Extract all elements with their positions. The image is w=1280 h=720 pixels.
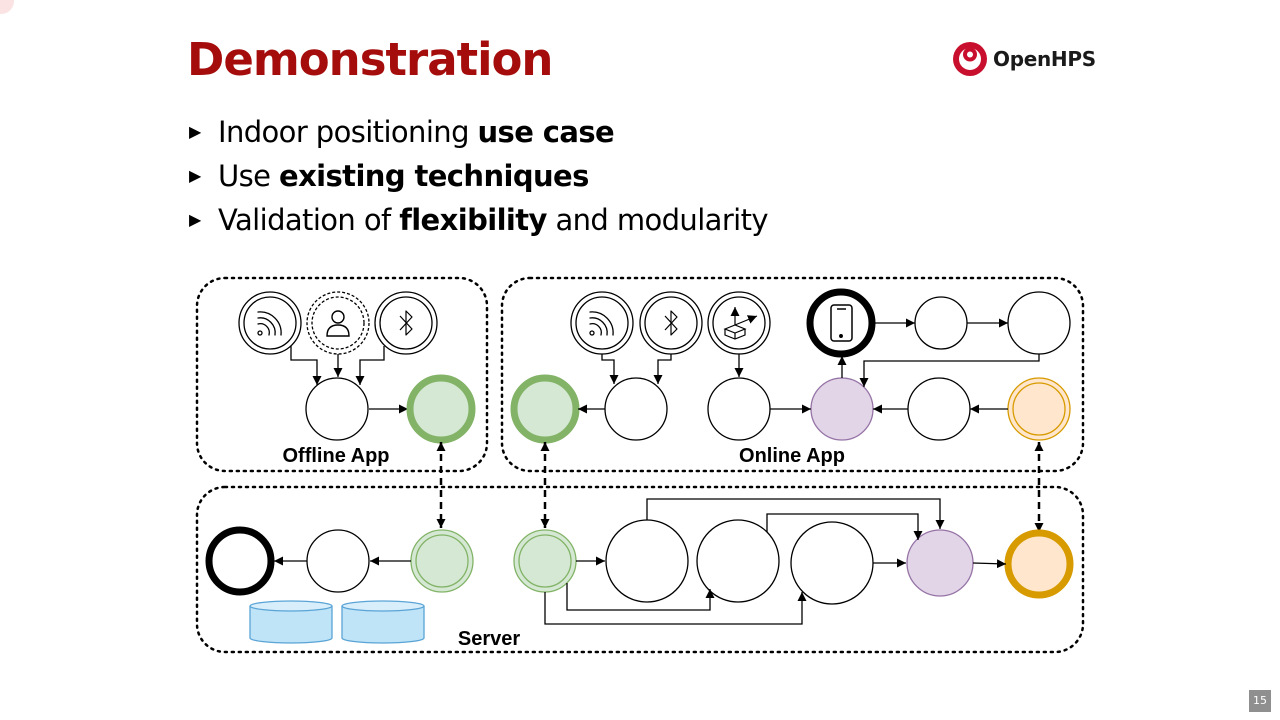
online-imu-source bbox=[707, 291, 771, 355]
server-remote-sink-node bbox=[1004, 529, 1074, 599]
server-connectors bbox=[274, 498, 1007, 625]
online-wifi-source bbox=[570, 291, 634, 355]
online-sink-node bbox=[510, 374, 580, 444]
page-title: Demonstration bbox=[187, 33, 553, 86]
server-sink-node bbox=[205, 526, 275, 596]
sync-links bbox=[436, 442, 1044, 532]
bullet-bold-text: existing techniques bbox=[279, 159, 589, 193]
user-icon bbox=[326, 310, 350, 337]
logo-text: OpenHPS bbox=[993, 47, 1096, 71]
offline-user-source bbox=[306, 291, 370, 355]
online-merge-node bbox=[810, 377, 874, 441]
online-bluetooth-source bbox=[639, 291, 703, 355]
bullet-item: ▶ Indoor positioning use case bbox=[187, 110, 768, 154]
online-process-top-b bbox=[1007, 291, 1071, 355]
bullet-bold-text: use case bbox=[477, 115, 615, 149]
server-process-c bbox=[790, 521, 874, 605]
offline-bluetooth-source bbox=[374, 291, 438, 355]
server-group bbox=[195, 485, 1085, 654]
bullet-text-after: and modularity bbox=[546, 203, 768, 237]
offline-process-node bbox=[305, 377, 369, 441]
bullet-item: ▶ Validation of flexibility and modularit… bbox=[187, 198, 769, 242]
bullet-text: Use bbox=[218, 159, 279, 193]
openhps-logo: OpenHPS bbox=[952, 40, 1096, 78]
imu-icon bbox=[723, 307, 758, 340]
online-remote-source-node bbox=[1007, 377, 1071, 441]
bullet-marker-icon: ▶ bbox=[189, 166, 201, 185]
server-offline-source-node bbox=[410, 529, 474, 593]
server-process-b bbox=[696, 519, 780, 603]
database-icon bbox=[249, 600, 333, 644]
server-label: Server bbox=[458, 628, 520, 650]
bullet-marker-icon: ▶ bbox=[189, 122, 201, 141]
online-process-top-a bbox=[914, 296, 968, 350]
bluetooth-icon bbox=[664, 310, 678, 336]
bullet-text: Validation of bbox=[218, 203, 400, 237]
bullet-list: ▶ Indoor positioning use case ▶ Use existi… bbox=[187, 110, 769, 242]
bullet-marker-icon: ▶ bbox=[189, 210, 201, 229]
page-number: 15 bbox=[1249, 690, 1271, 712]
online-app-group bbox=[500, 276, 1085, 473]
online-imu-process-node bbox=[707, 377, 771, 441]
smartphone-icon bbox=[830, 304, 853, 342]
offline-connectors bbox=[290, 346, 408, 414]
online-app-label: Online App bbox=[739, 445, 845, 467]
online-process-node bbox=[604, 377, 668, 441]
wifi-icon bbox=[257, 311, 282, 336]
server-online-source-node bbox=[513, 529, 577, 593]
bullet-text: Indoor positioning bbox=[218, 115, 478, 149]
server-process-a bbox=[605, 519, 689, 603]
bullet-item: ▶ Use existing techniques bbox=[187, 154, 768, 198]
openhps-logo-icon bbox=[953, 42, 987, 76]
offline-sink-node bbox=[406, 374, 476, 444]
database-icon bbox=[341, 600, 425, 644]
bullet-bold-text: flexibility bbox=[399, 203, 547, 237]
server-offline-process-node bbox=[306, 529, 370, 593]
bluetooth-icon bbox=[399, 310, 413, 336]
wifi-icon bbox=[589, 311, 614, 336]
online-connectors bbox=[578, 318, 1040, 414]
offline-app-group bbox=[195, 276, 489, 473]
offline-app-label: Offline App bbox=[282, 445, 389, 467]
online-smartphone-source bbox=[806, 288, 876, 358]
offline-wifi-source bbox=[238, 291, 302, 355]
online-process-mid bbox=[907, 377, 971, 441]
server-merge-node bbox=[906, 529, 974, 597]
